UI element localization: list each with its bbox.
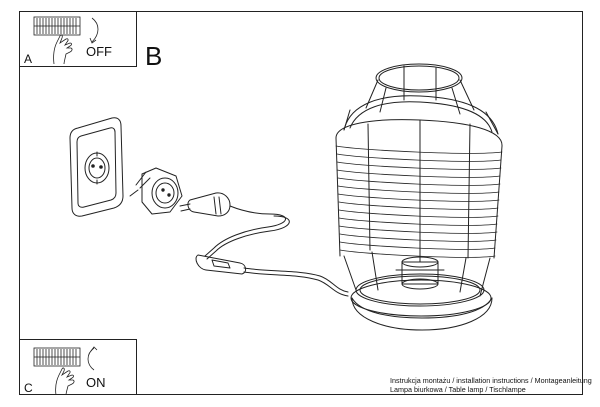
caption-line-1: Instrukcja montażu / installation instru… <box>390 376 592 385</box>
wall-socket-icon <box>69 117 124 217</box>
switch-off-icon <box>33 16 99 65</box>
lamp-plug-icon <box>179 192 271 217</box>
plug-adapter-icon <box>129 167 183 215</box>
step-a-letter: A <box>24 52 33 66</box>
cable-to-lamp <box>243 267 349 293</box>
table-lamp-icon <box>335 63 503 331</box>
step-c-letter: C <box>24 381 33 395</box>
cable-switch-icon <box>195 254 247 275</box>
step-c-panel: C ON <box>19 339 137 396</box>
switch-on-icon <box>33 346 98 396</box>
step-a-panel: A OFF <box>19 11 137 67</box>
step-b-letter: B <box>145 41 163 71</box>
step-a-state-label: OFF <box>86 44 112 59</box>
power-cable <box>204 213 286 257</box>
caption-line-2: Lampa biurkowa / Table lamp / Tischlampe <box>390 385 526 394</box>
diagram-frame <box>19 11 583 395</box>
step-c-state-label: ON <box>86 375 106 390</box>
